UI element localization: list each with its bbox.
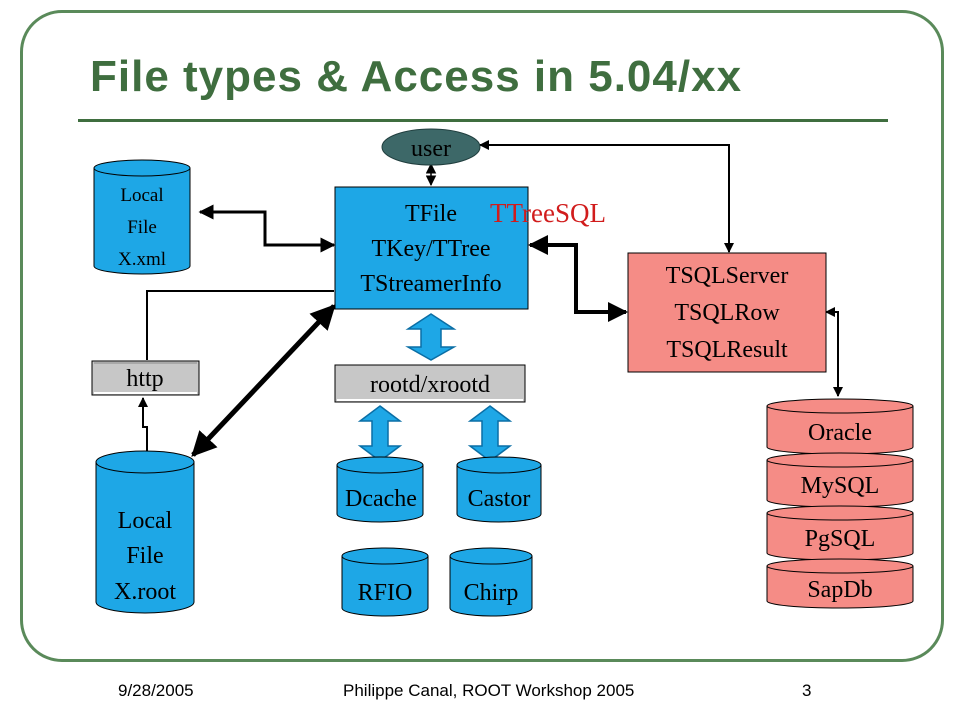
chirp-label: Chirp xyxy=(464,580,519,606)
connector-xml-tfile xyxy=(198,204,336,253)
tkey-ttree-label: TKey/TTree xyxy=(371,236,490,262)
local-root-label-1: Local xyxy=(118,508,173,534)
slide-title: File types & Access in 5.04/xx xyxy=(90,52,743,101)
rfio-label: RFIO xyxy=(358,580,413,606)
footer-page-number: 3 xyxy=(802,681,812,700)
dcache-node: Dcache xyxy=(336,456,424,523)
rootd-xrootd-node: rootd/xrootd xyxy=(334,364,526,403)
oracle-db-node: Oracle xyxy=(766,398,914,455)
rootd-label: rootd/xrootd xyxy=(370,372,490,398)
connector-tfile-tsql xyxy=(528,235,628,322)
pgsql-db-node: PgSQL xyxy=(766,505,914,561)
oracle-label: Oracle xyxy=(808,420,872,446)
connector-root-http xyxy=(138,397,148,452)
local-root-label-3: X.root xyxy=(114,579,176,605)
local-xml-label-1: Local xyxy=(120,185,163,206)
user-node: user xyxy=(381,128,481,166)
http-node: http xyxy=(91,360,200,396)
mysql-db-node: MySQL xyxy=(766,452,914,508)
slide-frame xyxy=(20,10,944,662)
http-label: http xyxy=(126,366,163,392)
ttreesql-label: TTreeSQL xyxy=(490,198,606,228)
connector-http-tfile xyxy=(146,290,334,360)
connector-root-tfile xyxy=(191,304,336,457)
tfile-node: TFile TKey/TTree TStreamerInfo xyxy=(334,186,529,310)
rfio-node: RFIO xyxy=(341,547,429,617)
tsqlserver-label: TSQLServer xyxy=(666,263,789,289)
tstreamerinfo-label: TStreamerInfo xyxy=(360,271,501,297)
user-label: user xyxy=(411,136,451,162)
pgsql-label: PgSQL xyxy=(805,526,876,552)
local-root-label-2: File xyxy=(126,543,163,569)
mysql-label: MySQL xyxy=(801,473,880,499)
dcache-label: Dcache xyxy=(345,486,417,512)
tsqlrow-label: TSQLRow xyxy=(674,300,780,326)
local-xml-label-3: X.xml xyxy=(118,249,166,270)
tfile-label: TFile xyxy=(405,201,457,227)
local-xml-file-node: Local File X.xml xyxy=(93,159,191,275)
sapdb-db-node: SapDb xyxy=(766,558,914,609)
local-xml-label-2: File xyxy=(127,217,157,238)
sapdb-label: SapDb xyxy=(807,577,872,603)
tsqlresult-label: TSQLResult xyxy=(666,337,788,363)
castor-label: Castor xyxy=(468,486,531,512)
block-arrow-rootd-dcache xyxy=(357,405,403,462)
tsql-node: TSQLServer TSQLRow TSQLResult xyxy=(627,252,827,373)
local-root-file-node: Local File X.root xyxy=(95,450,195,614)
castor-node: Castor xyxy=(456,456,542,523)
block-arrow-rootd-castor xyxy=(467,405,513,462)
block-arrow-tfile-rootd xyxy=(405,313,457,361)
footer-date: 9/28/2005 xyxy=(118,681,194,700)
connector-tsql-databases xyxy=(825,307,843,397)
chirp-node: Chirp xyxy=(449,547,533,617)
footer-author: Philippe Canal, ROOT Workshop 2005 xyxy=(343,681,635,700)
title-rule xyxy=(78,119,888,122)
connector-user-tsql xyxy=(479,140,734,253)
